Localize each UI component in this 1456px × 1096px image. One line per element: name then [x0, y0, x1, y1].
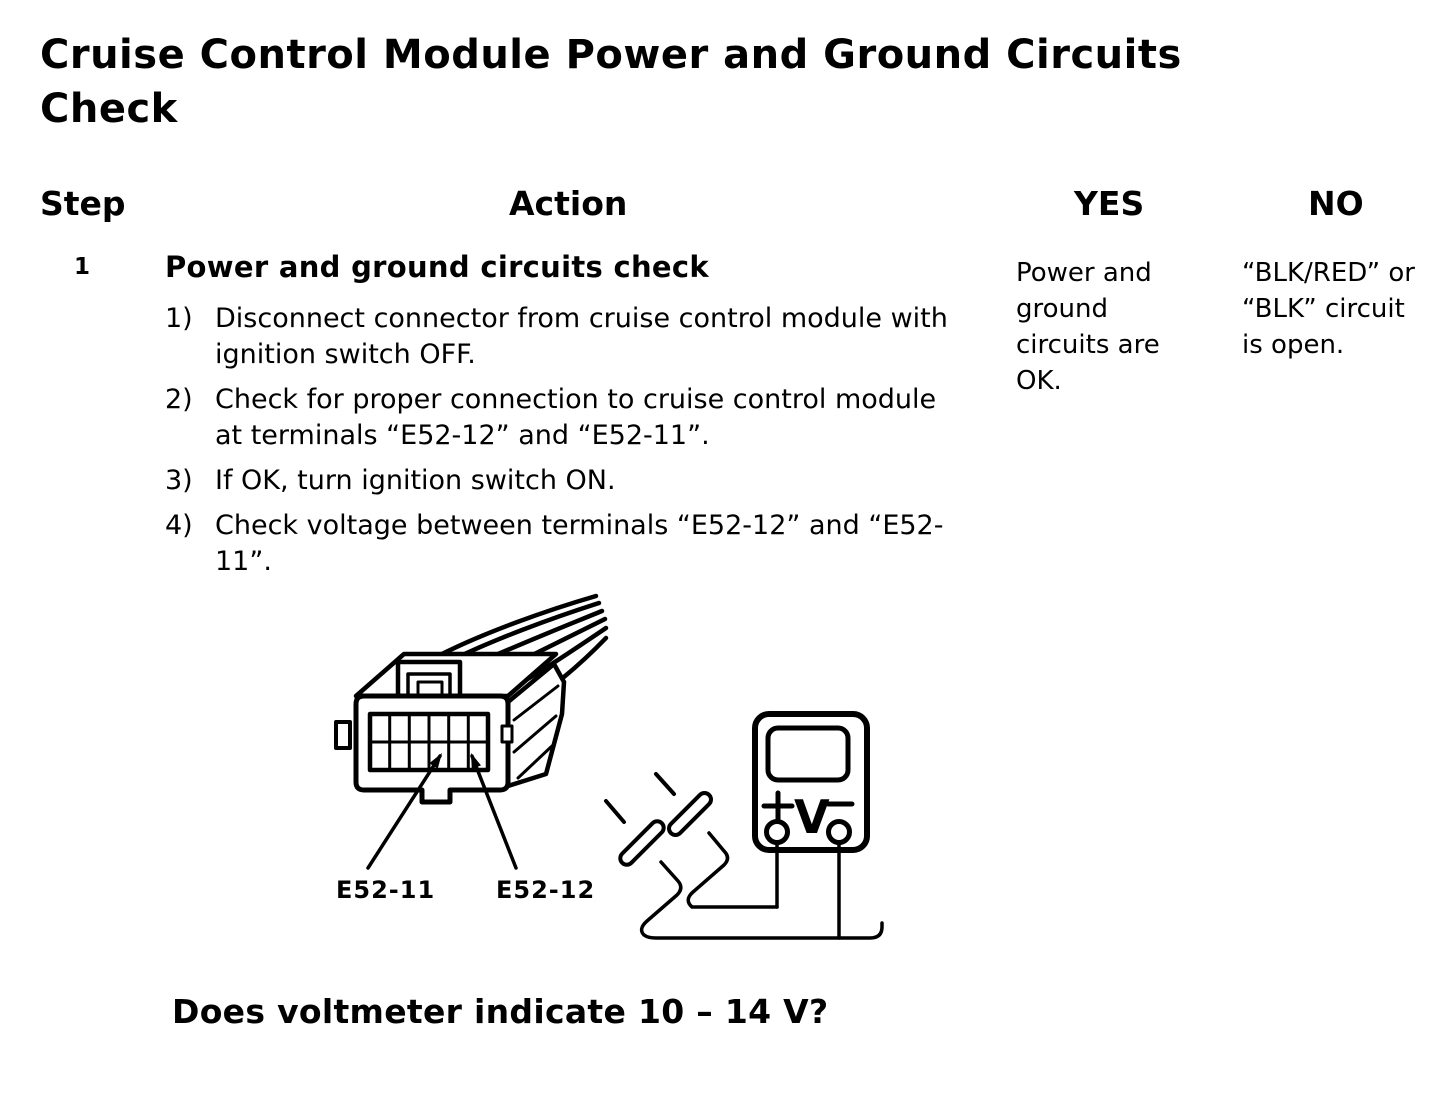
voltmeter-v-label: V [794, 790, 830, 844]
action-item-text: Check for proper connection to cruise co… [215, 384, 937, 451]
action-item-text: Disconnect connector from cruise control… [215, 303, 948, 370]
leader-line-e52-12 [470, 753, 518, 870]
column-header-action: Action [509, 184, 628, 223]
action-item-text: If OK, turn ignition switch ON. [215, 465, 616, 496]
action-item: 2) Check for proper connection to cruise… [165, 382, 957, 454]
action-item-text: Check voltage between terminals “E52-12”… [215, 510, 944, 577]
voltmeter: V [752, 711, 870, 853]
voltmeter-plus-terminal [764, 819, 790, 845]
action-item: 3) If OK, turn ignition switch ON. [165, 463, 957, 499]
action-item: 4) Check voltage between terminals “E52-… [165, 508, 957, 580]
page-title-line-1: Cruise Control Module Power and Ground C… [40, 32, 1182, 78]
action-item-number: 1) [165, 303, 193, 334]
result-question: Does voltmeter indicate 10 – 14 V? [172, 992, 829, 1031]
connector-voltmeter-diagram: E52-11 E52-12 V [334, 593, 884, 940]
yes-result-cell: Power and ground circuits are OK. [1016, 258, 1160, 396]
action-item-number: 4) [165, 510, 193, 541]
test-probe-right [654, 772, 713, 837]
leader-line-e52-11 [366, 753, 442, 870]
connector-edge-slot [500, 724, 514, 744]
plus-symbol [761, 790, 795, 822]
no-result-cell: “BLK/RED” or “BLK” circuit is open. [1242, 258, 1415, 360]
terminal-label-e52-12: E52-12 [496, 876, 595, 904]
terminal-grid [367, 711, 491, 773]
action-item-number: 3) [165, 465, 193, 496]
voltmeter-display [765, 725, 851, 783]
action-title: Power and ground circuits check [165, 250, 709, 284]
connector-side-tab [334, 720, 352, 750]
page-title: Cruise Control Module Power and Ground C… [40, 28, 1380, 136]
column-header-step: Step [40, 184, 126, 223]
connector-latch [395, 659, 463, 701]
action-cell: Power and ground circuits check 1) Disco… [165, 250, 957, 589]
test-probe-left [604, 799, 666, 867]
column-header-yes: YES [1074, 184, 1145, 223]
action-item-number: 2) [165, 384, 193, 415]
probe-wires [639, 831, 884, 940]
page-title-line-2: Check [40, 86, 178, 132]
column-header-no: NO [1308, 184, 1364, 223]
action-item: 1) Disconnect connector from cruise cont… [165, 301, 957, 373]
voltmeter-minus-terminal [826, 819, 852, 845]
terminal-label-e52-11: E52-11 [336, 876, 435, 904]
step-number: 1 [74, 254, 91, 280]
